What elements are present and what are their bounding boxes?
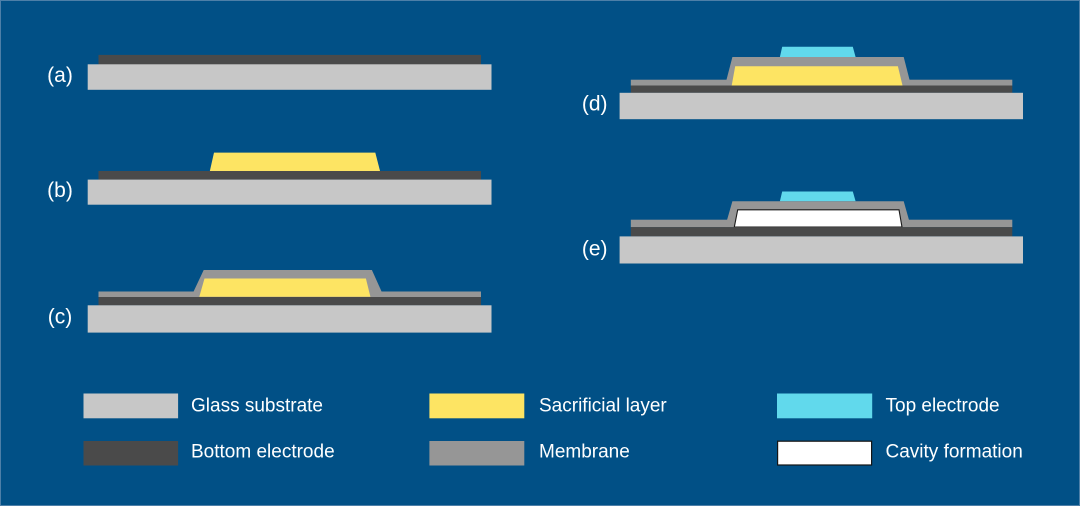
svg-text:(e): (e) xyxy=(582,237,608,260)
svg-text:Membrane: Membrane xyxy=(539,441,630,462)
svg-text:(a): (a) xyxy=(47,64,73,87)
svg-text:Cavity formation: Cavity formation xyxy=(886,441,1023,462)
svg-text:(d): (d) xyxy=(582,92,608,115)
svg-text:Bottom electrode: Bottom electrode xyxy=(191,441,335,462)
svg-text:Sacrificial layer: Sacrificial layer xyxy=(539,395,667,416)
svg-text:(b): (b) xyxy=(47,179,73,202)
svg-text:Glass substrate: Glass substrate xyxy=(191,395,323,416)
svg-text:(c): (c) xyxy=(48,306,73,329)
svg-text:Top electrode: Top electrode xyxy=(886,395,1000,416)
